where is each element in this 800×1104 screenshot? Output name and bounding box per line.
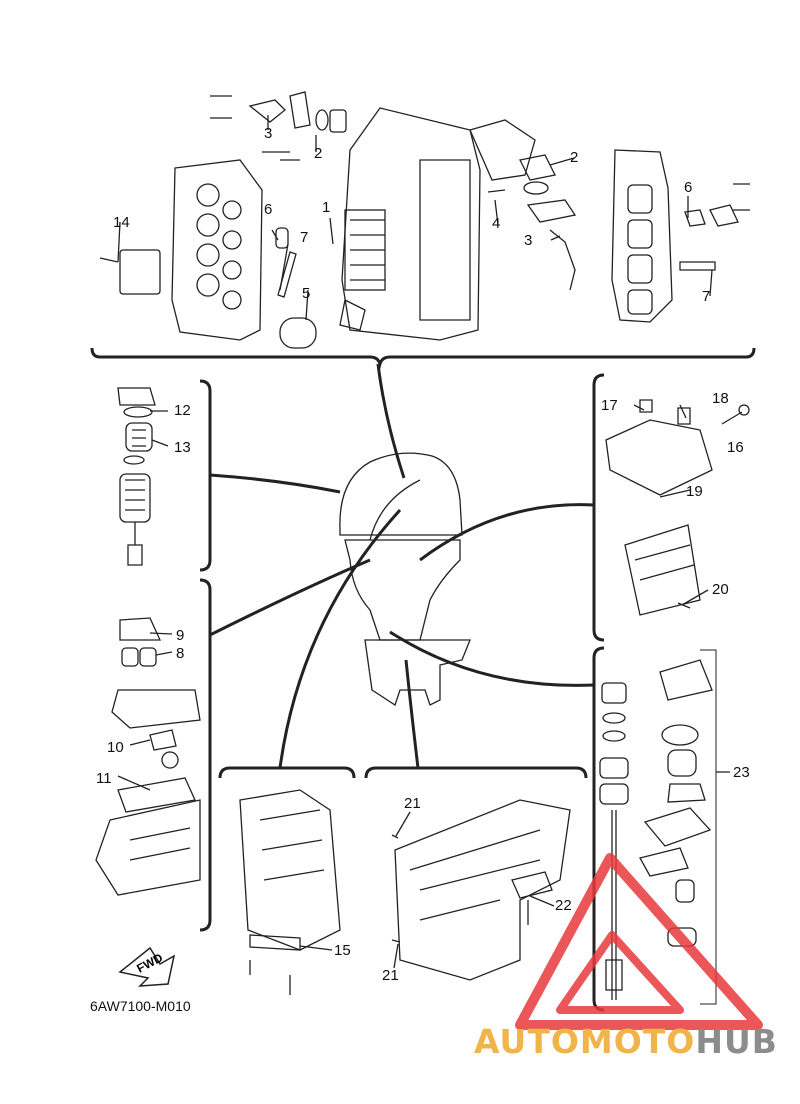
callout-19: 19	[686, 483, 703, 500]
vapor-separator	[95, 617, 201, 896]
fwd-arrow	[118, 946, 176, 987]
watermark-text-part1: AUTOMOTO	[474, 1022, 696, 1061]
spark-plug-right	[679, 261, 716, 271]
bottom-left-bracket	[218, 766, 356, 779]
thermostat-parts	[210, 91, 750, 291]
cylinder-block-right	[611, 149, 673, 323]
callout-13: 13	[174, 439, 191, 456]
left-lower-bracket	[199, 578, 212, 932]
callout-22: 22	[555, 897, 572, 914]
callout-11: 11	[96, 770, 112, 787]
bottom-right-bracket	[364, 766, 588, 779]
callout-7-left: 7	[300, 229, 309, 246]
callout-18: 18	[712, 390, 729, 407]
swivel-bracket	[239, 789, 341, 995]
watermark-triangle-inner	[556, 931, 684, 1014]
callout-20: 20	[712, 581, 729, 598]
callout-21-top: 21	[404, 795, 421, 812]
plug-cap-left	[275, 227, 289, 249]
callout-8: 8	[176, 645, 185, 662]
callout-6-right: 6	[684, 179, 693, 196]
callout-9: 9	[176, 627, 185, 644]
callout-10: 10	[107, 739, 124, 756]
watermark-logo	[515, 853, 763, 1030]
outboard-motor-outline	[339, 452, 471, 707]
water-pump-parts	[599, 649, 717, 1005]
callout-5: 5	[302, 285, 311, 302]
right-upper-bracket	[592, 373, 605, 642]
callout-7-right: 7	[702, 288, 711, 305]
spark-plug-left	[277, 251, 297, 298]
callout-2-left: 2	[314, 145, 323, 162]
callout-6-left: 6	[264, 201, 273, 218]
callout-3-left: 3	[264, 125, 273, 142]
callout-12: 12	[174, 402, 191, 419]
watermark-text: AUTOMOTOHUB	[474, 1022, 778, 1061]
left-upper-bracket	[199, 379, 212, 572]
callout-21-bottom: 21	[382, 967, 399, 984]
callout-15: 15	[334, 942, 351, 959]
lower-casing	[391, 799, 571, 981]
callout-3-right: 3	[524, 232, 533, 249]
callout-1: 1	[322, 199, 331, 216]
callout-23: 23	[733, 764, 750, 781]
oil-pan	[605, 399, 750, 616]
diagram-code: 6AW7100-M010	[90, 998, 191, 1014]
watermark-triangle-outer	[515, 853, 763, 1030]
cylinder-head-left	[99, 159, 263, 341]
callout-16: 16	[727, 439, 744, 456]
callout-4: 4	[492, 215, 501, 232]
callout-2-right: 2	[570, 149, 579, 166]
watermark-text-part2: HUB	[695, 1022, 778, 1061]
callout-14: 14	[113, 214, 130, 231]
top-bracket	[90, 347, 756, 370]
fuel-filter	[117, 387, 156, 566]
callout-17: 17	[601, 397, 618, 414]
